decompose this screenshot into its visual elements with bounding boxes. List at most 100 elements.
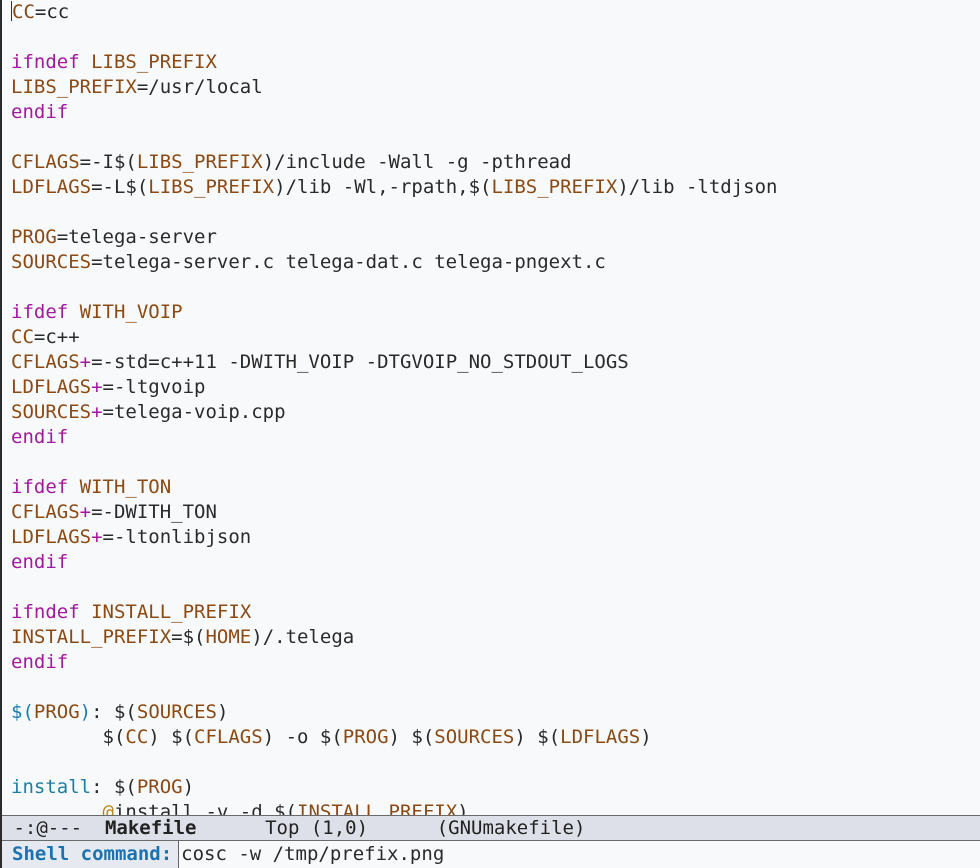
code-line[interactable]: ifndef LIBS_PREFIX [11, 50, 977, 75]
code-token: )/lib -Wl,-rpath,$( [274, 176, 492, 198]
code-line[interactable]: endif [11, 550, 977, 575]
code-token: @ [102, 801, 114, 815]
code-line[interactable]: CC=c++ [11, 325, 977, 350]
code-line[interactable]: ​ [11, 125, 977, 150]
code-line[interactable]: CFLAGS+=-std=c++11 -DWITH_VOIP -DTGVOIP_… [11, 350, 977, 375]
code-line[interactable]: LDFLAGS+=-ltonlibjson [11, 525, 977, 550]
code-token: ) $( [148, 726, 195, 748]
code-token: def [45, 51, 92, 73]
code-token: =-ltgvoip [102, 376, 206, 398]
code-token: =cc [34, 1, 70, 23]
code-line[interactable]: PROG=telega-server [11, 225, 977, 250]
code-token: =telega-voip.cpp [102, 401, 286, 423]
makefile-buffer[interactable]: CC=cc​ifndef LIBS_PREFIXLIBS_PREFIX=/usr… [11, 0, 977, 815]
code-line[interactable]: ifdef WITH_VOIP [11, 300, 977, 325]
code-token: LIBS_PREFIX [91, 51, 217, 73]
code-token: install -v -d $( [113, 801, 297, 815]
code-line[interactable]: ​ [11, 750, 977, 775]
code-token: $( [11, 701, 34, 723]
code-token: PROG [11, 226, 57, 248]
code-line[interactable]: endif [11, 100, 977, 125]
code-token: ) $( [388, 726, 435, 748]
code-line[interactable]: CFLAGS+=-DWITH_TON [11, 500, 977, 525]
code-token: if [11, 601, 34, 623]
code-token: LIBS_PREFIX [136, 151, 263, 173]
code-line[interactable]: endif [11, 425, 977, 450]
code-line[interactable]: INSTALL_PREFIX=$(HOME)/.telega [11, 625, 977, 650]
shell-command-prompt: Shell command: [2, 841, 179, 868]
modeline-buffer-name: Makefile [104, 817, 197, 839]
shell-command-input[interactable]: cosc -w /tmp/prefix.png [178, 841, 444, 868]
code-token: ) [216, 701, 229, 723]
code-line[interactable]: install: $(PROG) [11, 775, 977, 800]
code-line[interactable]: CFLAGS=-I$(LIBS_PREFIX)/include -Wall -g… [11, 150, 977, 175]
code-line[interactable]: SOURCES+=telega-voip.cpp [11, 400, 977, 425]
code-token: =-std=c++11 -DWITH_VOIP -DTGVOIP_NO_STDO… [91, 351, 629, 373]
code-token: CFLAGS [194, 726, 263, 748]
code-token: )/include -Wall -g -pthread [262, 151, 572, 173]
code-token: + [91, 376, 103, 398]
code-line[interactable]: ​ [11, 450, 977, 475]
code-line[interactable]: CC=cc [11, 0, 977, 25]
code-token: =telega-server.c telega-dat.c telega-png… [91, 251, 606, 273]
code-line[interactable]: LDFLAGS+=-ltgvoip [11, 375, 977, 400]
code-token: endif [11, 551, 69, 573]
code-line[interactable]: ​ [11, 675, 977, 700]
code-token: PROG [33, 701, 80, 723]
code-token: ) $( [514, 726, 561, 748]
code-token: : $( [91, 776, 137, 798]
code-token: SOURCES [11, 401, 92, 423]
code-token: + [91, 401, 103, 423]
mode-line: -:@--- Makefile Top (1,0) (GNUmakefile) [2, 815, 980, 841]
code-line[interactable]: ​ [11, 25, 977, 50]
code-token: LDFLAGS [11, 526, 92, 548]
code-token: LIBS_PREFIX [11, 76, 137, 98]
code-token: HOME [205, 626, 252, 648]
code-token: =-I$( [79, 151, 137, 173]
code-token: WITH_TON [79, 476, 172, 498]
code-line[interactable]: ​ [11, 275, 977, 300]
text-cursor [11, 1, 12, 21]
code-line[interactable]: endif [11, 650, 977, 675]
code-token: + [79, 501, 92, 523]
code-token: =$( [171, 626, 206, 648]
code-line[interactable]: ​ [11, 575, 977, 600]
code-token: LDFLAGS [560, 726, 641, 748]
code-token: )/.telega [251, 626, 355, 648]
code-line[interactable]: ​ [11, 200, 977, 225]
code-token: ) [640, 726, 652, 748]
code-token: =-DWITH_TON [91, 501, 217, 523]
code-token: WITH_VOIP [79, 301, 183, 323]
code-line[interactable]: $(PROG): $(SOURCES) [11, 700, 977, 725]
code-token: CFLAGS [11, 151, 80, 173]
modeline-position: Top (1,0) [196, 817, 437, 839]
code-token: SOURCES [434, 726, 515, 748]
code-line[interactable]: @install -v -d $(INSTALL_PREFIX) [11, 800, 977, 815]
minibuffer[interactable]: Shell command:cosc -w /tmp/prefix.png [2, 841, 980, 868]
code-token: =-ltonlibjson [102, 526, 252, 548]
code-token: ) [182, 776, 195, 798]
code-token: LDFLAGS [11, 176, 92, 198]
code-token: CC [11, 326, 34, 348]
code-token: SOURCES [136, 701, 217, 723]
code-token: =/usr/local [136, 76, 263, 98]
code-token: INSTALL_PREFIX [11, 626, 172, 648]
code-token: + [91, 526, 103, 548]
code-token: SOURCES [11, 251, 92, 273]
code-token: CC [125, 726, 149, 748]
code-token: ) -o $( [262, 726, 343, 748]
code-token: def [45, 601, 92, 623]
code-line[interactable]: ifdef WITH_TON [11, 475, 977, 500]
code-token: =telega-server [56, 226, 217, 248]
code-line[interactable]: ifndef INSTALL_PREFIX [11, 600, 977, 625]
modeline-major-mode: (GNUmakefile) [436, 817, 586, 839]
code-line[interactable]: SOURCES=telega-server.c telega-dat.c tel… [11, 250, 977, 275]
code-line[interactable]: LDFLAGS=-L$(LIBS_PREFIX)/lib -Wl,-rpath,… [11, 175, 977, 200]
code-token: endif [11, 651, 69, 673]
code-token: ) [457, 801, 469, 815]
code-line[interactable]: $(CC) $(CFLAGS) -o $(PROG) $(SOURCES) $(… [11, 725, 977, 750]
code-token: PROG [136, 776, 183, 798]
code-token: : $( [91, 701, 137, 723]
code-line[interactable]: LIBS_PREFIX=/usr/local [11, 75, 977, 100]
